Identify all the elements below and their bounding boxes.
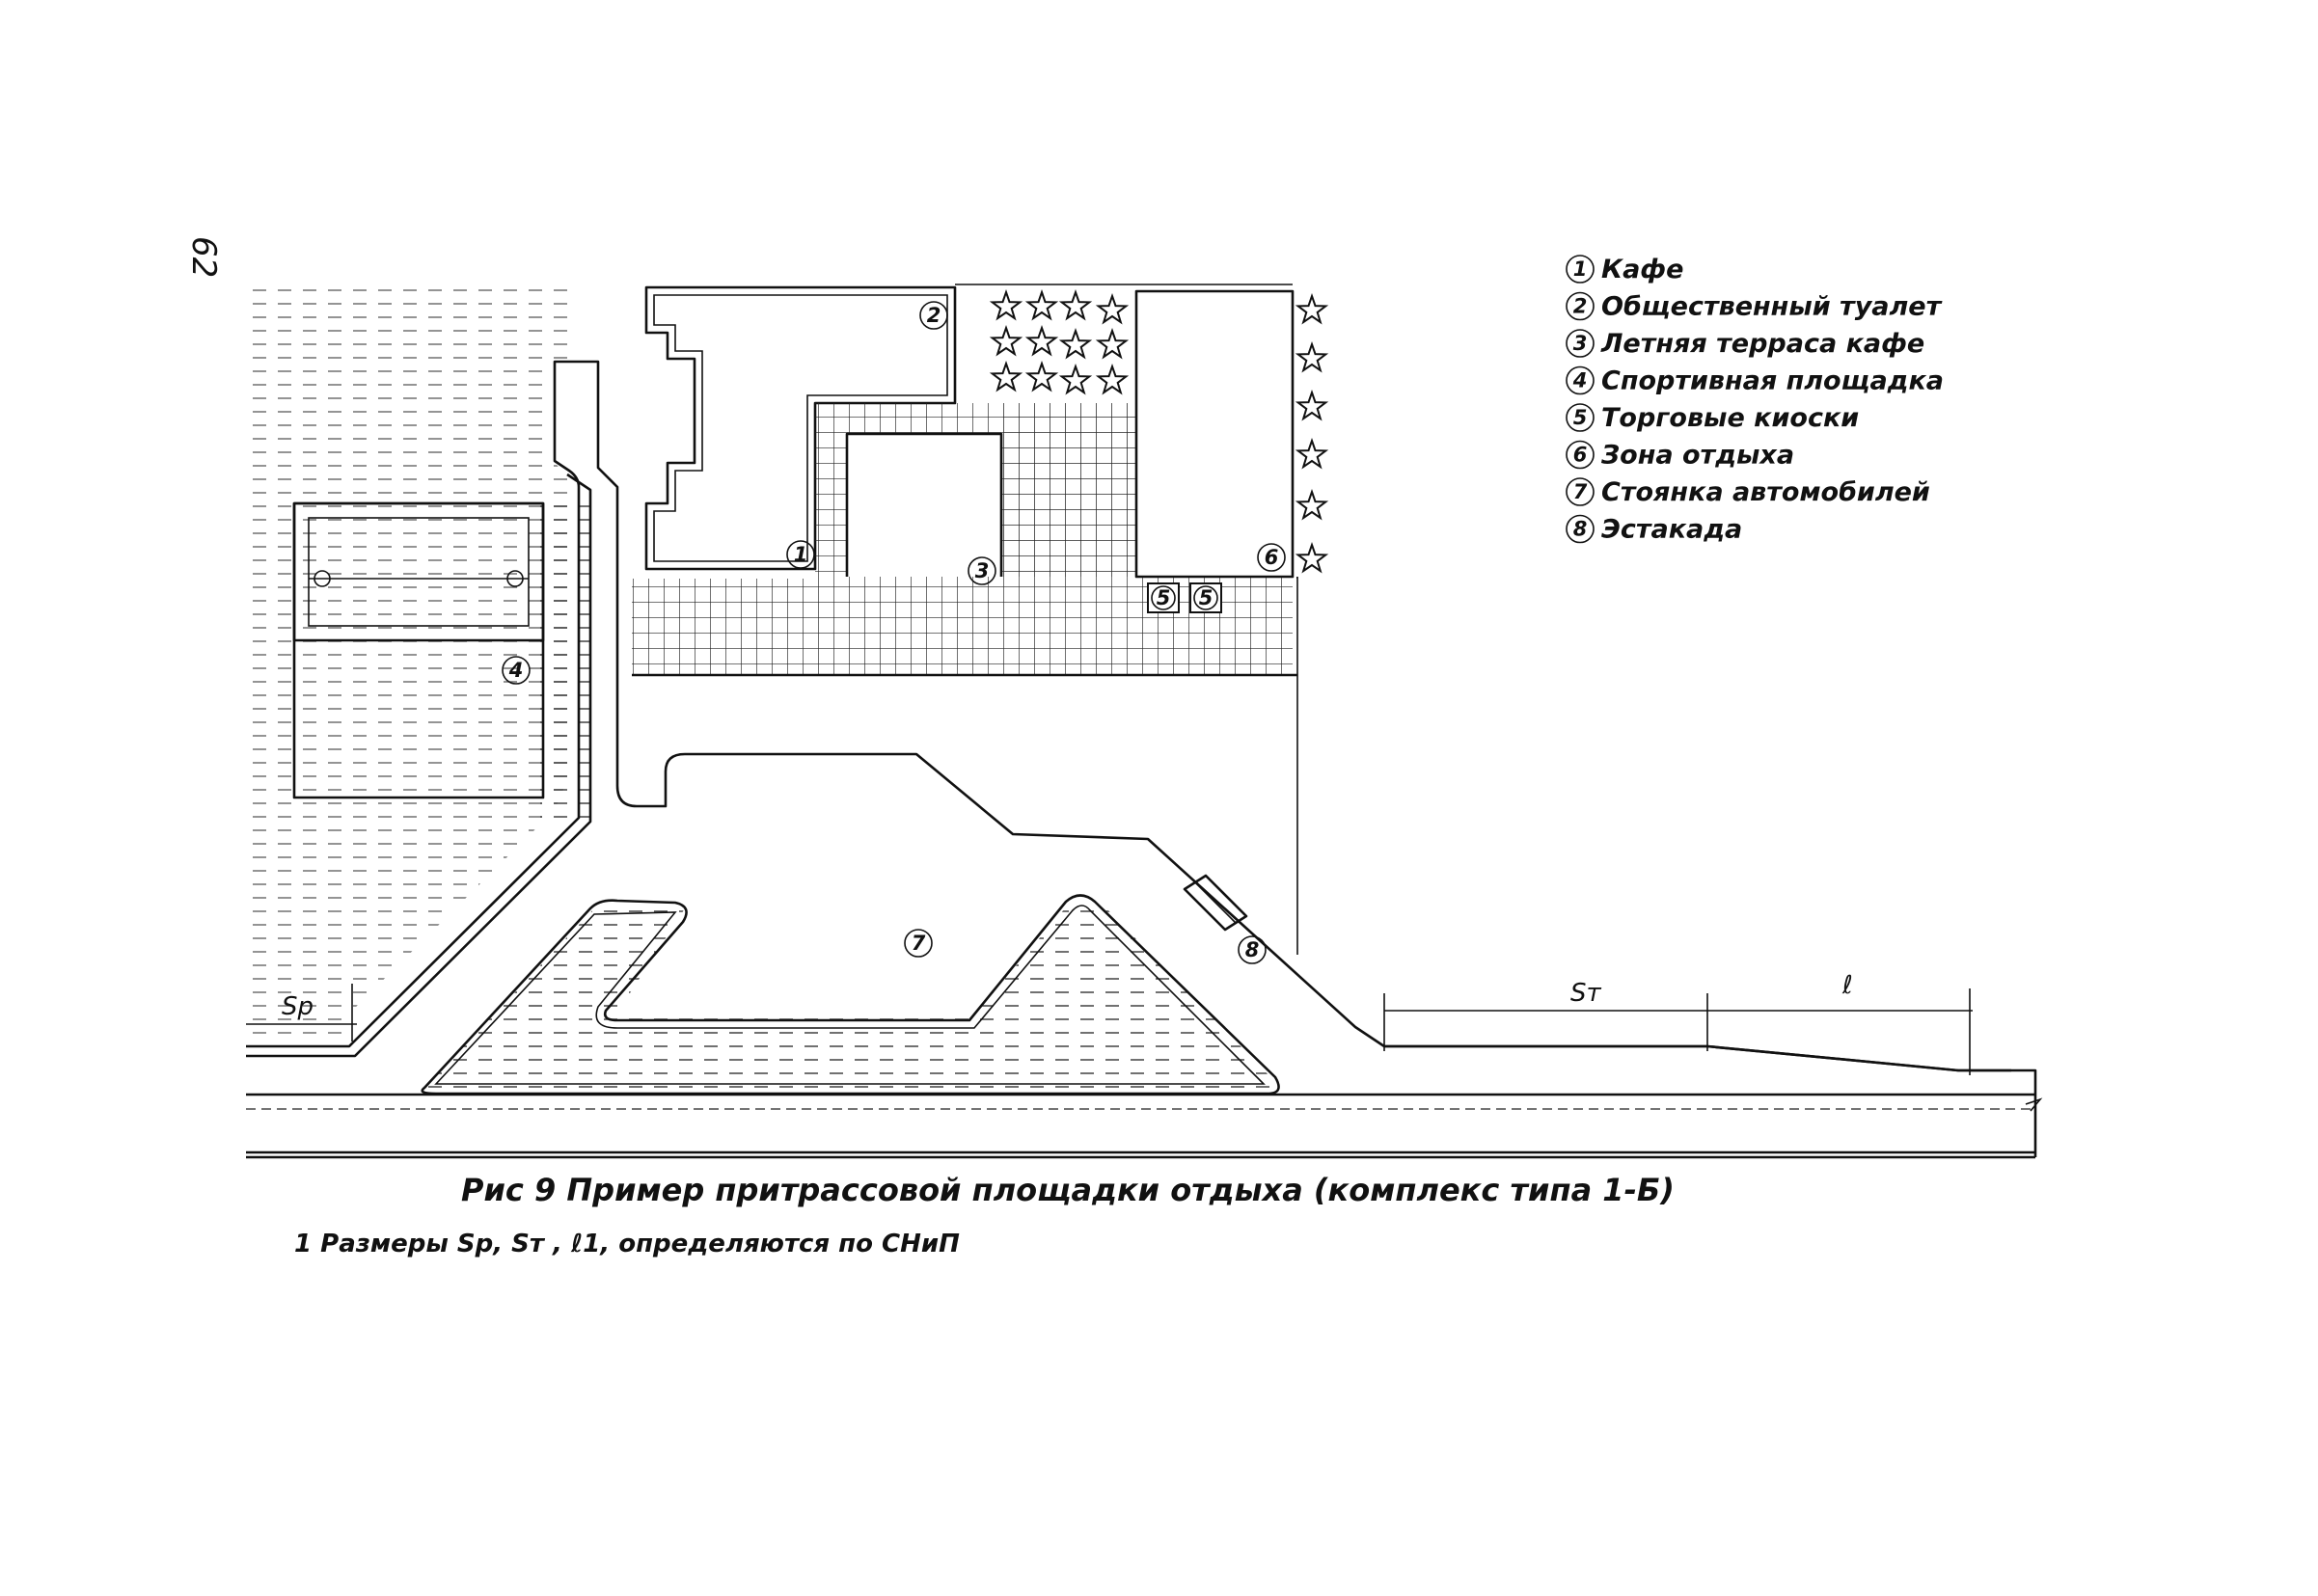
legend-item: 7 Стоянка автомобилей xyxy=(1566,477,1930,507)
legend-label: Летняя терраса кафе xyxy=(1600,329,1924,359)
dimension-l: ℓ xyxy=(1707,971,1973,1075)
tree-icon xyxy=(1095,363,1130,395)
marker-terrace: 3 xyxy=(968,556,996,585)
svg-text:5: 5 xyxy=(1199,586,1214,609)
tree-icon xyxy=(1095,292,1130,325)
legend-number: 3 xyxy=(1573,332,1588,355)
tree-icon xyxy=(1058,363,1093,395)
tree-icon xyxy=(1058,327,1093,360)
legend-item: 2 Общественный туалет xyxy=(1566,292,1943,322)
kiosk-a: 5 xyxy=(1147,582,1180,613)
tree-icon xyxy=(1295,389,1329,421)
tree-icon xyxy=(1295,292,1329,325)
legend-label: Стоянка автомобилей xyxy=(1601,477,1930,507)
legend-label: Торговые киоски xyxy=(1601,403,1859,433)
tree-icon xyxy=(1295,488,1329,521)
highway xyxy=(246,1044,2043,1159)
marker-parking: 7 xyxy=(904,929,933,958)
summer-terrace xyxy=(845,432,1003,577)
legend-item: 5 Торговые киоски xyxy=(1566,403,1859,433)
tree-icon xyxy=(1024,288,1059,321)
svg-text:6: 6 xyxy=(1265,546,1279,569)
tree-icon xyxy=(989,360,1023,392)
legend-number: 2 xyxy=(1573,295,1588,318)
tree-icon xyxy=(1295,541,1329,574)
svg-text:4: 4 xyxy=(508,659,524,682)
svg-text:8: 8 xyxy=(1245,938,1260,961)
legend-number: 4 xyxy=(1572,369,1588,392)
landscape-area xyxy=(246,289,590,1041)
svg-text:2: 2 xyxy=(927,304,941,327)
legend-label: Эстакада xyxy=(1601,515,1742,545)
marker-rest: 6 xyxy=(1257,543,1286,572)
tree-icon xyxy=(1095,327,1130,360)
legend-number: 5 xyxy=(1573,406,1588,429)
parking-area xyxy=(421,894,1280,1096)
overpass xyxy=(1183,874,1248,932)
tree-icon xyxy=(1295,340,1329,373)
tree-icons xyxy=(989,288,1329,574)
tree-icon xyxy=(989,324,1023,357)
legend-item: 8 Эстакада xyxy=(1566,515,1742,545)
legend-label: Спортивная площадка xyxy=(1601,366,1944,396)
legend-label: Зона отдыха xyxy=(1600,441,1794,471)
marker-sports: 4 xyxy=(502,656,531,685)
marker-toilet: 2 xyxy=(919,301,948,330)
legend-label: Общественный туалет xyxy=(1601,292,1943,322)
tree-icon xyxy=(1024,360,1059,392)
legend-number: 7 xyxy=(1573,480,1588,503)
marker-overpass: 8 xyxy=(1238,935,1267,964)
kiosk-b: 5 xyxy=(1189,582,1222,613)
legend: 1 Кафе 2 Общественный туалет 3 Летняя терраса… xyxy=(1566,255,1944,545)
page-number: 62 xyxy=(184,236,223,278)
plot-boundary xyxy=(955,284,1298,955)
legend-item: 4 Спортивная площадка xyxy=(1566,366,1944,396)
svg-text:1: 1 xyxy=(794,543,808,566)
legend-item: 1 Кафе xyxy=(1566,255,1683,284)
svg-text:5: 5 xyxy=(1157,586,1171,609)
svg-text:Sр: Sр xyxy=(282,992,314,1021)
rest-zone xyxy=(1134,289,1295,579)
svg-text:ℓ: ℓ xyxy=(1841,971,1853,1000)
svg-text:7: 7 xyxy=(912,932,926,955)
legend-label: Кафе xyxy=(1601,255,1683,284)
marker-cafe: 1 xyxy=(786,540,815,569)
legend-number: 8 xyxy=(1573,518,1588,541)
figure-note: 1 Размеры Sр, Sт , ℓ1, определяются по С… xyxy=(294,1230,960,1258)
dimension-sp: Sр xyxy=(246,984,357,1041)
tree-icon xyxy=(1295,437,1329,470)
sports-ground xyxy=(292,501,545,799)
figure-caption: Рис 9 Пример притрассовой площадки отдых… xyxy=(461,1172,1675,1208)
tree-icon xyxy=(1058,288,1093,321)
access-road xyxy=(246,360,2011,1072)
svg-text:Sт: Sт xyxy=(1570,979,1602,1008)
legend-number: 1 xyxy=(1573,257,1588,281)
legend-number: 6 xyxy=(1573,444,1588,467)
tree-icon xyxy=(989,288,1023,321)
dimension-st: Sт xyxy=(1383,979,1708,1051)
svg-text:3: 3 xyxy=(975,559,990,582)
tree-icon xyxy=(1024,324,1059,357)
legend-item: 6 Зона отдыха xyxy=(1566,441,1794,471)
legend-item: 3 Летняя терраса кафе xyxy=(1566,329,1924,359)
